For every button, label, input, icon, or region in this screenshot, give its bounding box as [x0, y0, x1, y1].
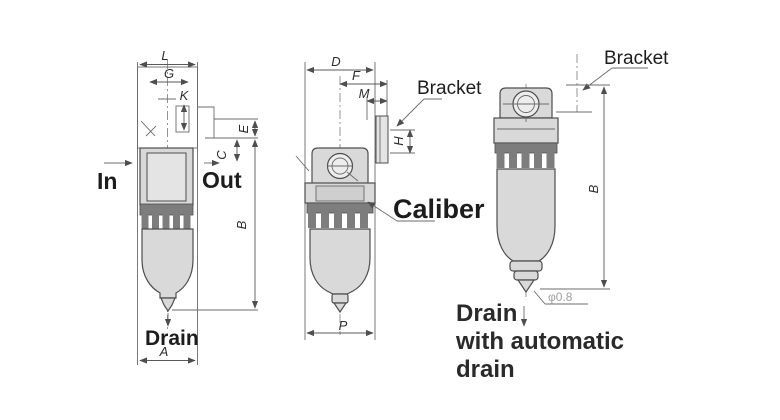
dim-label-P: P — [339, 318, 348, 333]
dim-label-F: F — [352, 68, 361, 83]
dim-label-D: D — [331, 54, 340, 69]
leader-line — [367, 201, 398, 222]
drain-stub — [331, 293, 349, 304]
drain-note-line3: drain — [456, 356, 515, 383]
auto-drain-ring-1 — [509, 260, 543, 272]
bracket-plate — [375, 115, 389, 164]
out-label: Out — [202, 167, 242, 193]
dim-label-B: B — [234, 220, 249, 229]
rib-band — [306, 202, 374, 228]
drain-label: Drain — [456, 300, 517, 327]
dim-label-C: C — [214, 150, 229, 160]
drain-tip — [332, 302, 348, 314]
step-outline — [197, 106, 215, 138]
filter-bowl — [141, 228, 194, 299]
bracket-label: Bracket — [417, 78, 482, 99]
caliber-label: Caliber — [393, 194, 485, 224]
drain-label: Drain — [145, 327, 199, 350]
orifice-label: φ0.8 — [548, 290, 573, 304]
leader-line — [295, 155, 310, 172]
side-view: D F M H Bracket — [295, 54, 485, 340]
dim-label-K: K — [180, 88, 190, 103]
leader-line — [582, 67, 613, 91]
leader-line — [396, 98, 425, 127]
dim-label-B: B — [586, 184, 601, 193]
corner-hatch — [145, 125, 157, 137]
filter-head-face — [146, 152, 187, 202]
key-feature — [175, 105, 190, 133]
dim-label-L: L — [161, 48, 168, 63]
bracket-label: Bracket — [604, 48, 669, 69]
port-lever — [346, 171, 359, 182]
filter-collar-face — [315, 185, 365, 202]
dim-label-H: H — [391, 136, 406, 146]
drain-tip — [160, 297, 176, 313]
drain-tip — [516, 279, 536, 294]
rib-band — [139, 203, 194, 231]
dim-label-M: M — [359, 86, 370, 101]
drain-note-line2: with automatic — [455, 328, 624, 355]
rib-band — [494, 142, 558, 168]
filter-collar — [493, 117, 559, 144]
auto-drain-ring-2 — [513, 270, 539, 281]
dim-label-A: A — [159, 344, 169, 359]
filter-bowl — [309, 228, 371, 295]
dim-label-G: G — [164, 66, 174, 81]
corner-hatch — [140, 120, 156, 137]
filter-bowl — [496, 168, 556, 262]
leader-line — [533, 290, 546, 305]
auto-drain-view: Bracket B φ0.8 Drain with automatic drai… — [455, 48, 669, 383]
dim-label-E: E — [236, 124, 251, 133]
in-label: In — [97, 168, 117, 194]
front-view: L G K E C B In Out — [97, 48, 259, 365]
